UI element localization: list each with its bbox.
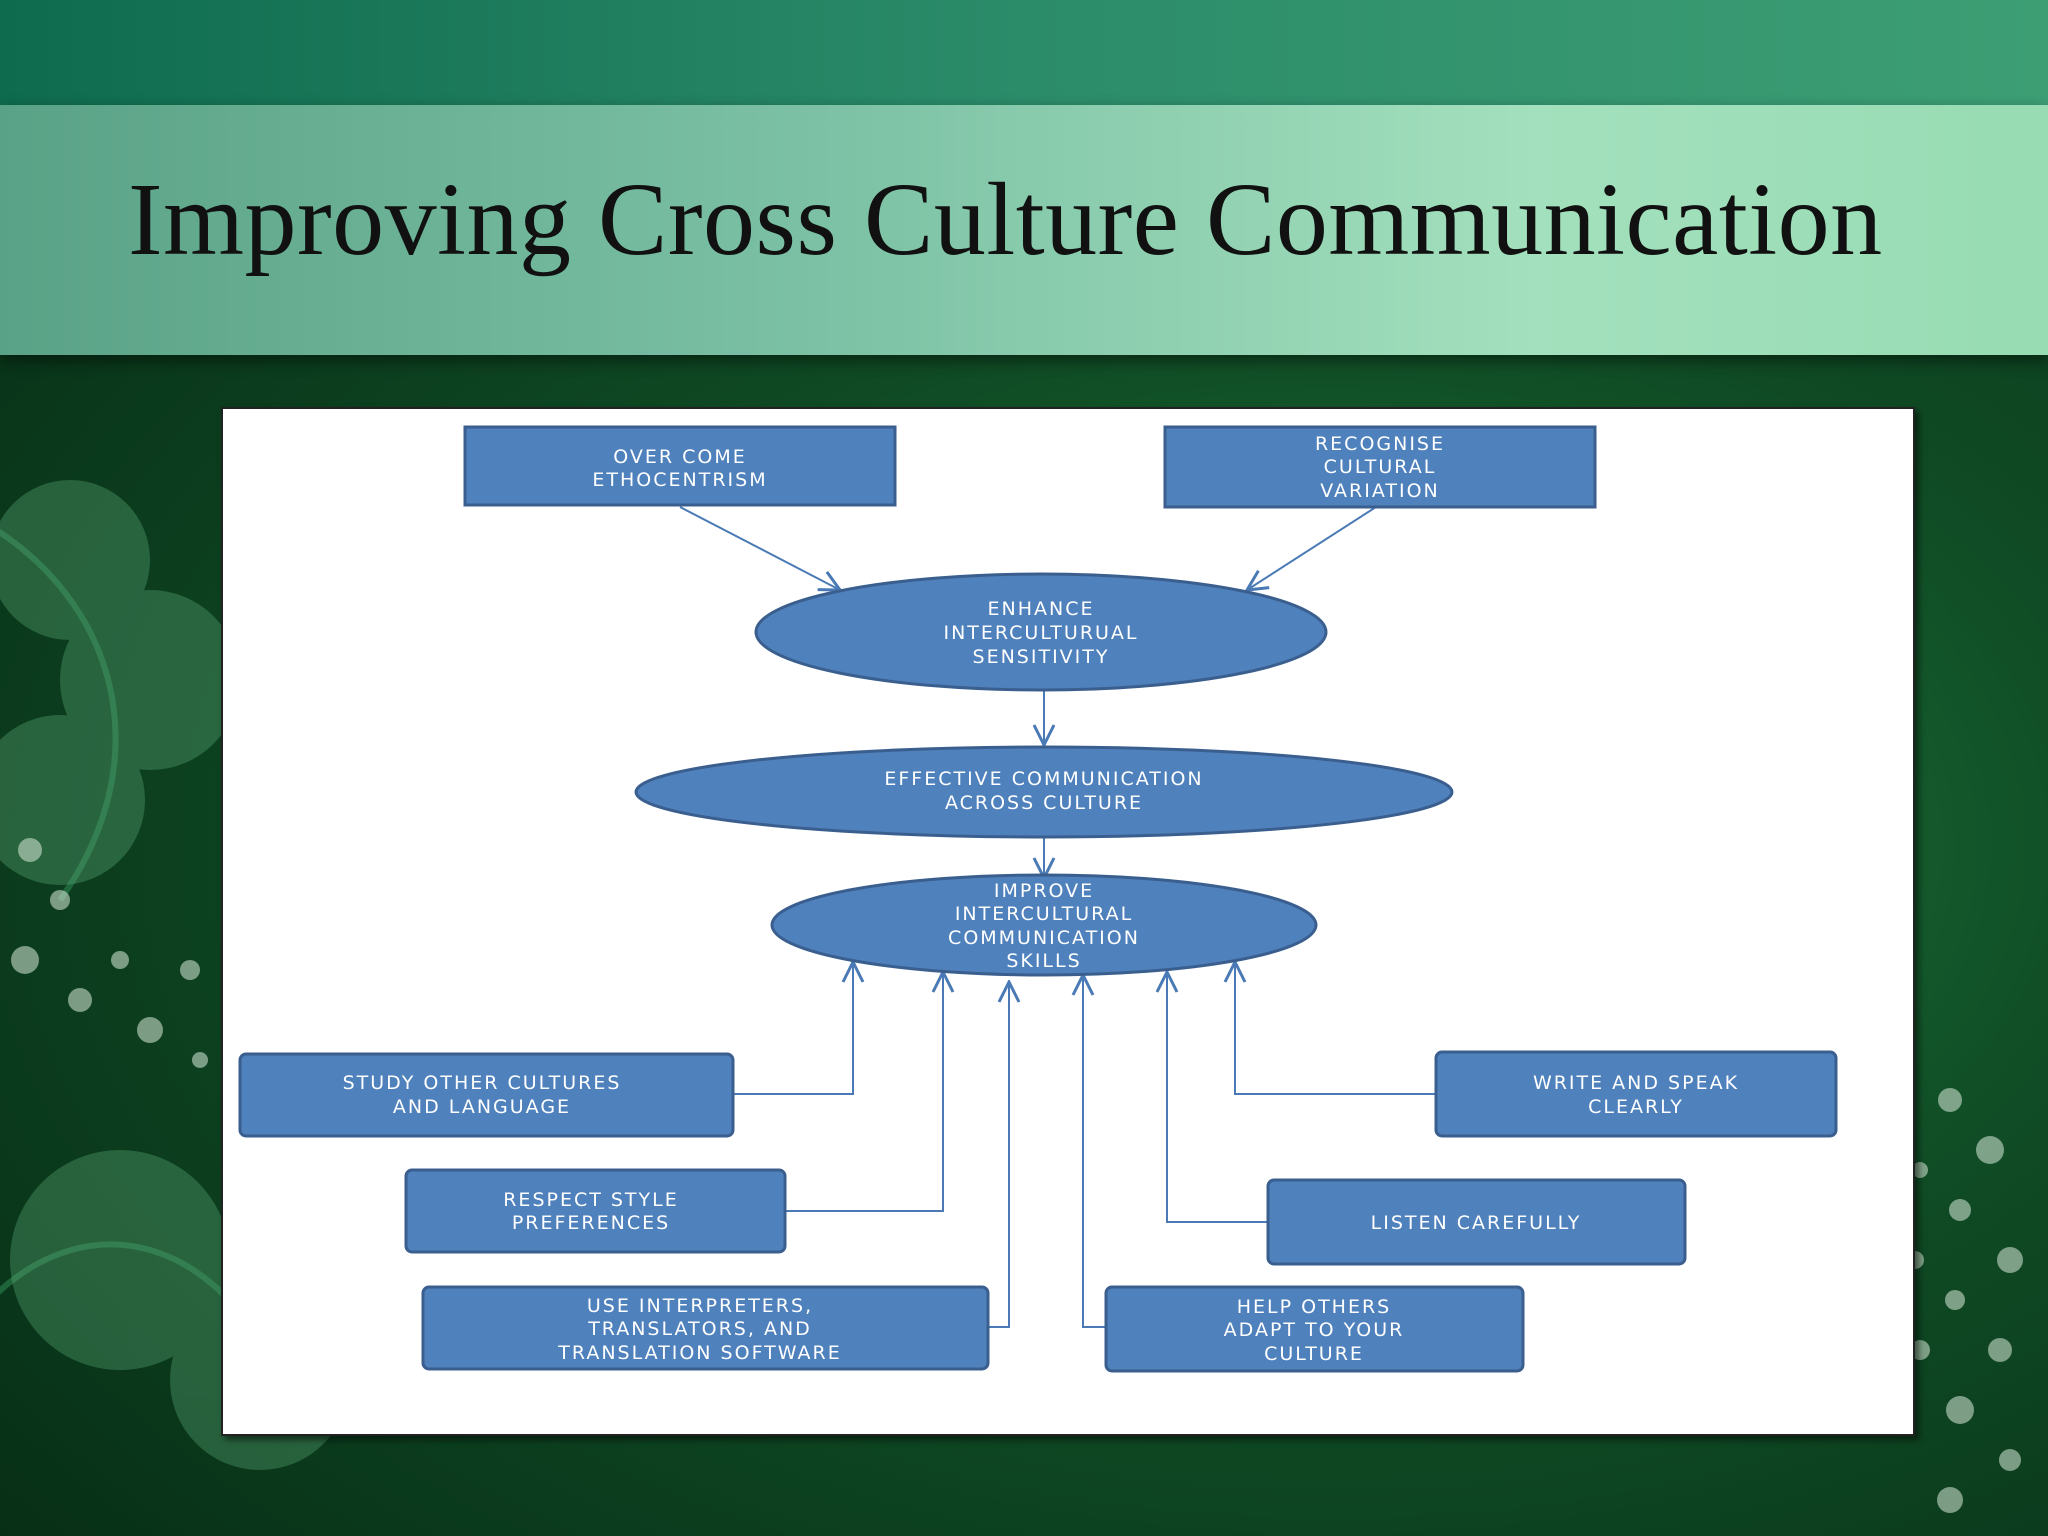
slide-title: Improving Cross Culture Communication xyxy=(128,162,1883,277)
connector-help-to-improve xyxy=(1083,975,1106,1328)
connector-listen-to-improve xyxy=(1167,972,1268,1223)
label-listen-1: LISTEN CAREFULLY xyxy=(1371,1212,1582,1234)
node-study-cultures xyxy=(238,1052,735,1138)
connector-write-to-improve xyxy=(1235,962,1436,1095)
label-improve-1: IMPROVE xyxy=(994,880,1094,902)
label-recognise-1: RECOGNISE xyxy=(1315,433,1445,455)
label-recognise-3: VARIATION xyxy=(1320,480,1440,502)
node-improve-skills xyxy=(770,873,1318,977)
node-respect-style xyxy=(404,1168,787,1254)
label-help-1: HELP OTHERS xyxy=(1237,1296,1392,1318)
connector-overcome-to-enhance xyxy=(679,506,840,590)
label-enhance-2: INTERCULTURUAL xyxy=(943,622,1138,644)
title-band xyxy=(0,105,2048,355)
node-enhance-sensitivity xyxy=(754,572,1328,692)
label-enhance-3: SENSITIVITY xyxy=(973,646,1110,668)
label-respect-1: RESPECT STYLE xyxy=(503,1189,679,1211)
node-recognise-cultural-variation xyxy=(1163,425,1597,509)
label-overcome-1: OVER COME xyxy=(613,446,746,468)
label-improve-4: SKILLS xyxy=(1006,950,1081,972)
connector-recognise-to-enhance xyxy=(1247,506,1377,590)
label-enhance-1: ENHANCE xyxy=(988,598,1095,620)
label-overcome-2: ETHOCENTRISM xyxy=(592,469,767,491)
label-recognise-2: CULTURAL xyxy=(1324,456,1437,478)
node-listen-carefully xyxy=(1266,1178,1687,1266)
label-respect-2: PREFERENCES xyxy=(512,1212,670,1234)
label-effective-2: ACROSS CULTURE xyxy=(945,792,1143,814)
label-study-1: STUDY OTHER CULTURES xyxy=(343,1072,622,1094)
label-write-1: WRITE AND SPEAK xyxy=(1533,1072,1739,1094)
node-overcome-ethnocentrism xyxy=(463,425,897,507)
label-interpreters-3: TRANSLATION SOFTWARE xyxy=(557,1342,841,1364)
label-effective-1: EFFECTIVE COMMUNICATION xyxy=(884,768,1203,790)
label-interpreters-1: USE INTERPRETERS, xyxy=(587,1295,813,1317)
label-improve-2: INTERCULTURAL xyxy=(955,903,1133,925)
label-write-2: CLEARLY xyxy=(1588,1096,1684,1118)
label-study-2: AND LANGUAGE xyxy=(393,1096,571,1118)
label-interpreters-2: TRANSLATORS, AND xyxy=(587,1318,812,1340)
node-use-interpreters xyxy=(421,1285,990,1371)
label-improve-3: COMMUNICATION xyxy=(948,927,1140,949)
label-help-3: CULTURE xyxy=(1264,1343,1364,1365)
node-help-others xyxy=(1104,1285,1525,1373)
label-help-2: ADAPT TO YOUR xyxy=(1224,1319,1405,1341)
node-effective-communication xyxy=(634,745,1454,839)
node-write-speak xyxy=(1434,1050,1838,1138)
connector-study-to-improve xyxy=(733,962,853,1095)
connector-respect-to-improve xyxy=(785,972,943,1212)
top-banner-strip xyxy=(0,0,2048,105)
connector-interpreters-to-improve xyxy=(988,982,1009,1328)
